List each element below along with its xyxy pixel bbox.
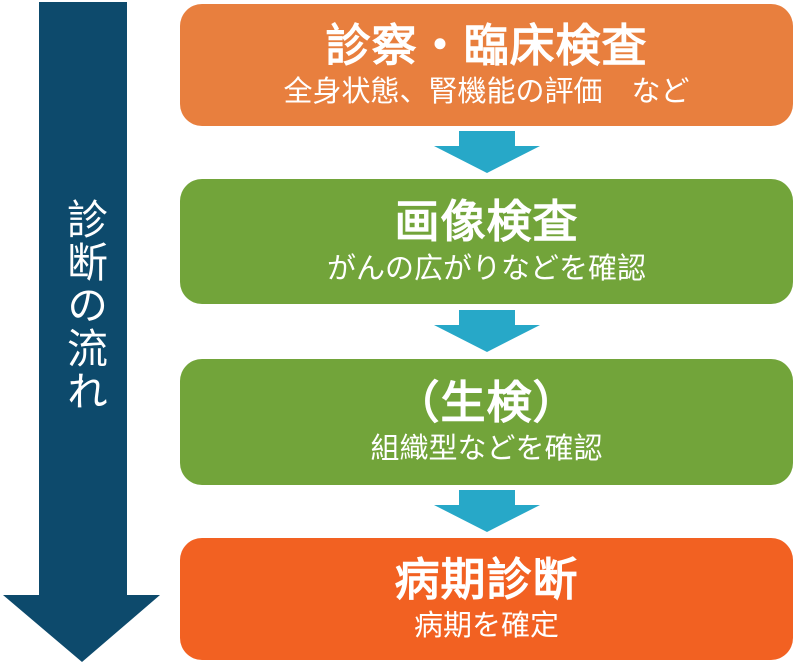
step-imaging-exam: 画像検査 がんの広がりなどを確認 (180, 179, 793, 304)
step-staging-title: 病期診断 (394, 553, 579, 605)
down-arrow-icon (434, 490, 540, 532)
step-biopsy: （生検） 組織型などを確認 (180, 359, 793, 485)
down-arrow-icon (434, 131, 540, 173)
step-biopsy-subtitle: 組織型などを確認 (370, 433, 603, 466)
step-clinical-exam-title: 診察・臨床検査 (325, 19, 648, 71)
step-clinical-exam-subtitle: 全身状態、腎機能の評価 など (283, 76, 690, 109)
down-arrow-icon (3, 2, 160, 662)
flow-title-vertical: 診断の流れ (60, 198, 107, 413)
step-imaging-exam-subtitle: がんの広がりなどを確認 (326, 252, 646, 285)
step-staging-subtitle: 病期を確定 (413, 610, 559, 643)
connector-arrow-2 (434, 310, 540, 352)
step-clinical-exam: 診察・臨床検査 全身状態、腎機能の評価 など (180, 4, 793, 126)
step-biopsy-title: （生検） (394, 376, 579, 428)
connector-arrow-1 (434, 131, 540, 173)
flow-direction-arrow (3, 2, 160, 662)
step-imaging-exam-title: 画像検査 (394, 196, 579, 248)
step-staging: 病期診断 病期を確定 (180, 538, 793, 660)
down-arrow-icon (434, 310, 540, 352)
connector-arrow-3 (434, 490, 540, 532)
